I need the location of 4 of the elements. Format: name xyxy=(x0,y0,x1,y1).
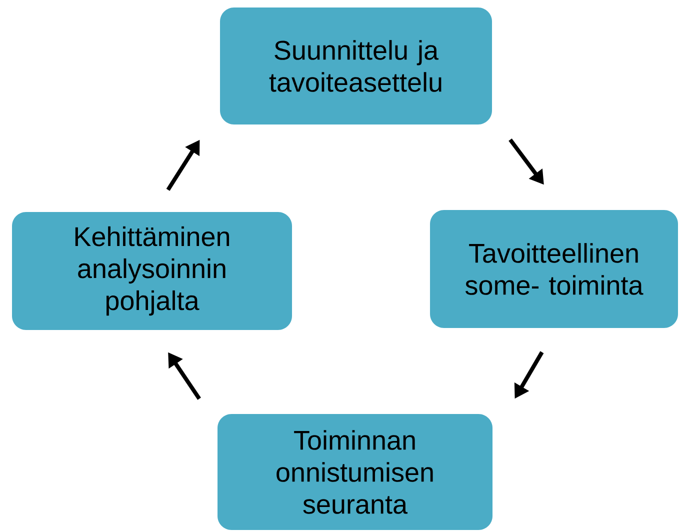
process-box: Tavoitteellinen some- toiminta xyxy=(430,210,678,328)
process-box: Kehittäminen analysoinnin pohjalta xyxy=(12,212,292,330)
process-box: Suunnittelu ja tavoiteasettelu xyxy=(220,8,492,124)
process-box: Toiminnan onnistumisen seuranta xyxy=(218,414,492,530)
